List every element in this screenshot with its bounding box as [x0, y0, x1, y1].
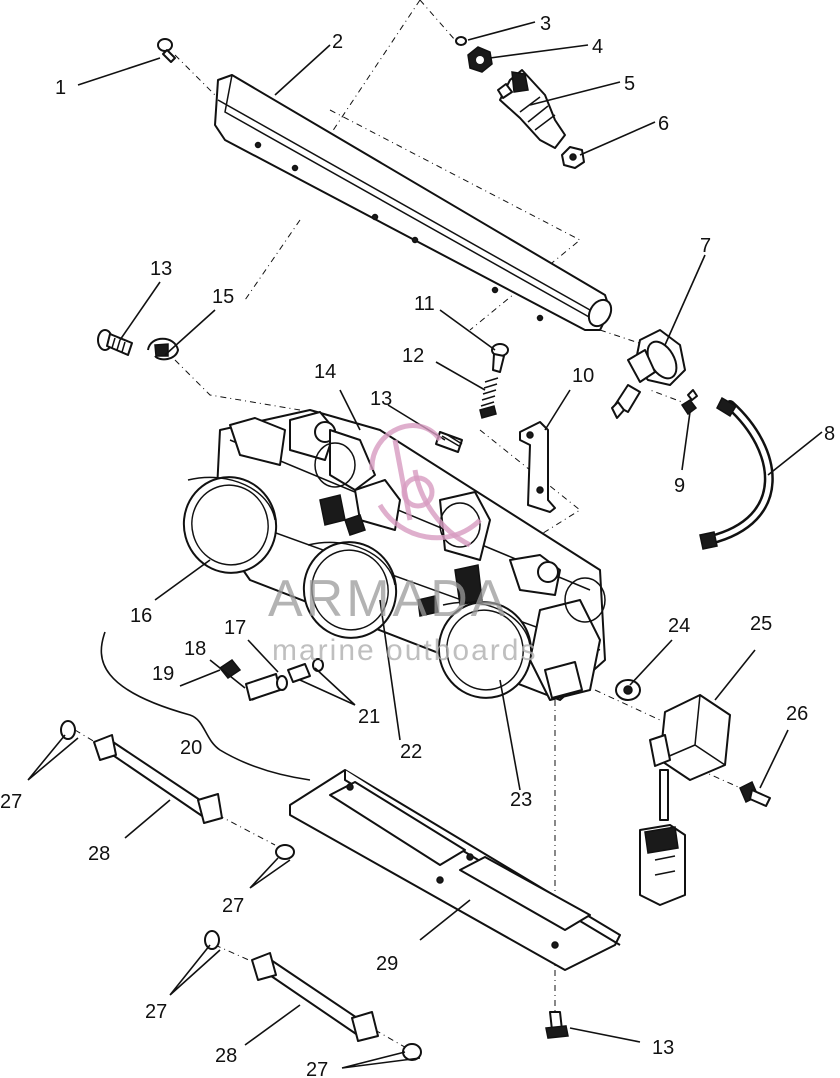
- callout-13-bottom: 13: [652, 1037, 674, 1059]
- pressure-regulator-7: [611, 329, 686, 419]
- callout-16: 16: [130, 605, 152, 627]
- callout-18: 18: [184, 638, 206, 660]
- callout-17: 17: [224, 617, 246, 639]
- tube-28-lower: [204, 930, 422, 1061]
- tube-28-upper: [60, 720, 295, 860]
- throttle-body-assembly: [182, 409, 606, 701]
- callout-21: 21: [358, 706, 380, 728]
- callout-5: 5: [624, 73, 635, 95]
- screw-9: [680, 389, 698, 416]
- idle-screw-parts: [218, 658, 324, 701]
- fuel-rail: [214, 74, 613, 331]
- callout-27-d: 27: [306, 1059, 328, 1078]
- seal-6: [561, 146, 585, 169]
- callout-23: 23: [510, 789, 532, 811]
- callout-19: 19: [152, 663, 174, 685]
- callout-29: 29: [376, 953, 398, 975]
- boat-logo-icon: [369, 423, 482, 548]
- callout-15: 15: [212, 286, 234, 308]
- screw-13-bottom: [545, 1011, 569, 1039]
- callout-8: 8: [824, 423, 835, 445]
- fuel-injector-5: [497, 69, 566, 149]
- bracket-20: [100, 631, 311, 781]
- fuel-hose-8: [699, 396, 774, 550]
- callout-7: 7: [700, 235, 711, 257]
- fitting-11: [491, 343, 509, 373]
- screw-26: [739, 780, 771, 807]
- clip-15: [147, 337, 179, 361]
- screw-1: [157, 38, 176, 63]
- callout-13-mid: 13: [370, 388, 392, 410]
- callout-14: 14: [314, 361, 336, 383]
- callout-9: 9: [674, 475, 685, 497]
- callout-13-top: 13: [150, 258, 172, 280]
- o-ring-3: [455, 36, 467, 46]
- watermark: ARMADA marine outboards: [268, 423, 537, 667]
- callout-4: 4: [592, 36, 603, 58]
- spacer-24: [615, 679, 641, 701]
- callout-28-a: 28: [88, 843, 110, 865]
- bracket-10: [519, 421, 556, 513]
- callout-24: 24: [668, 615, 690, 637]
- callout-labels: 1 2 3 4 5 6 7 8 9 10 11 12 13 13 13 14 1…: [0, 13, 835, 1078]
- callout-27-b: 27: [222, 895, 244, 917]
- callout-1: 1: [55, 77, 66, 99]
- callout-12: 12: [402, 345, 424, 367]
- callout-10: 10: [572, 365, 594, 387]
- screw-13-left: [97, 329, 133, 356]
- callout-11: 11: [414, 293, 435, 315]
- watermark-brand: ARMADA: [268, 570, 508, 628]
- callout-2: 2: [332, 31, 343, 53]
- callout-22: 22: [400, 741, 422, 763]
- callout-20: 20: [180, 737, 202, 759]
- callout-6: 6: [658, 113, 669, 135]
- callout-28-b: 28: [215, 1045, 237, 1067]
- callout-3: 3: [540, 13, 551, 35]
- callout-27-a: 27: [0, 791, 22, 813]
- spring-12: [479, 377, 499, 419]
- sensor-module-25: [639, 694, 731, 906]
- watermark-tagline: marine outboards: [272, 634, 537, 667]
- callout-25: 25: [750, 613, 772, 635]
- callout-27-c: 27: [145, 1001, 167, 1023]
- grommet-4: [467, 46, 493, 73]
- leader-lines: [27, 21, 823, 1069]
- mounting-plate-29: [289, 769, 621, 971]
- screw-13-mid: [435, 431, 463, 453]
- callout-26: 26: [786, 703, 808, 725]
